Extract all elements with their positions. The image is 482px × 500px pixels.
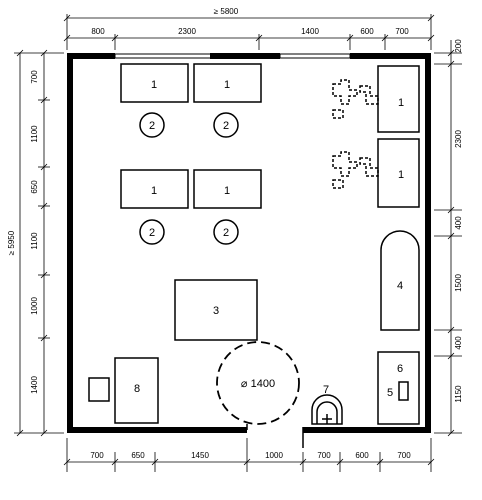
- item-6-label: 6: [397, 363, 403, 375]
- item-6: [377, 351, 420, 425]
- table-label: 1: [398, 97, 404, 109]
- item-4: [380, 230, 420, 331]
- dimension-left: [14, 49, 64, 437]
- dim-bottom-0: 700: [90, 451, 104, 460]
- turning-circle: [216, 341, 300, 425]
- table-1b: [193, 63, 262, 103]
- stool-label: 2: [149, 227, 155, 239]
- stool-2c: [139, 219, 165, 245]
- dim-top-0: 800: [91, 27, 105, 36]
- desk-8-label: 8: [134, 383, 140, 395]
- dim-right-3: 1500: [454, 274, 463, 292]
- item-7-label: 7: [323, 384, 329, 396]
- dim-bottom-3: 1000: [265, 451, 283, 460]
- dim-top-2: 1400: [301, 27, 319, 36]
- dim-left-0: 700: [30, 70, 39, 84]
- dim-bottom-6: 700: [397, 451, 411, 460]
- stool-label: 2: [223, 120, 229, 132]
- table-label: 1: [224, 185, 230, 197]
- item-4-label: 4: [397, 280, 403, 292]
- table-label: 1: [151, 185, 157, 197]
- table-label: 1: [224, 79, 230, 91]
- dim-right-1: 2300: [454, 130, 463, 148]
- dim-bottom-2: 1450: [191, 451, 209, 460]
- stool-2b: [213, 112, 239, 138]
- dim-top-4: 700: [395, 27, 409, 36]
- dim-top-3: 600: [360, 27, 374, 36]
- dim-right-2: 400: [454, 216, 463, 230]
- walls: [67, 53, 431, 433]
- table-1c: [120, 169, 189, 209]
- dim-left-1: 1100: [30, 125, 39, 143]
- dim-bottom-4: 700: [317, 451, 331, 460]
- item-5-label: 5: [387, 387, 393, 399]
- dimension-top: [63, 14, 435, 50]
- table-label: 1: [398, 169, 404, 181]
- dim-top-overall: ≥ 5800: [214, 7, 239, 16]
- stool-label: 2: [223, 227, 229, 239]
- item-7: [311, 394, 343, 425]
- chair: [88, 377, 110, 402]
- dimension-bottom: [63, 438, 435, 472]
- table-1d: [193, 169, 262, 209]
- stool-2d: [213, 219, 239, 245]
- dim-left-3: 1100: [30, 232, 39, 250]
- table-1a: [120, 63, 189, 103]
- wheelchair-icon: [332, 151, 379, 189]
- dim-left-2: 650: [30, 180, 39, 194]
- dim-right-5: 1150: [454, 385, 463, 403]
- dim-bottom-1: 650: [131, 451, 145, 460]
- turning-circle-label: ⌀ 1400: [241, 378, 275, 390]
- dim-left-4: 1000: [30, 297, 39, 315]
- door: [246, 424, 304, 448]
- table-label: 1: [151, 79, 157, 91]
- wheelchair-icon: [332, 79, 379, 119]
- dim-bottom-5: 600: [355, 451, 369, 460]
- table-3: [174, 279, 258, 341]
- dim-right-0: 200: [454, 39, 463, 53]
- dimension-right: [434, 40, 462, 437]
- dim-right-4: 400: [454, 336, 463, 350]
- stool-label: 2: [149, 120, 155, 132]
- item-5-fitting: [398, 381, 409, 401]
- table-3-label: 3: [213, 305, 219, 317]
- desk-8: [114, 357, 159, 424]
- dim-left-5: 1400: [30, 376, 39, 394]
- dim-left-overall: ≥ 5950: [7, 230, 16, 255]
- stool-2a: [139, 112, 165, 138]
- dim-top-1: 2300: [178, 27, 196, 36]
